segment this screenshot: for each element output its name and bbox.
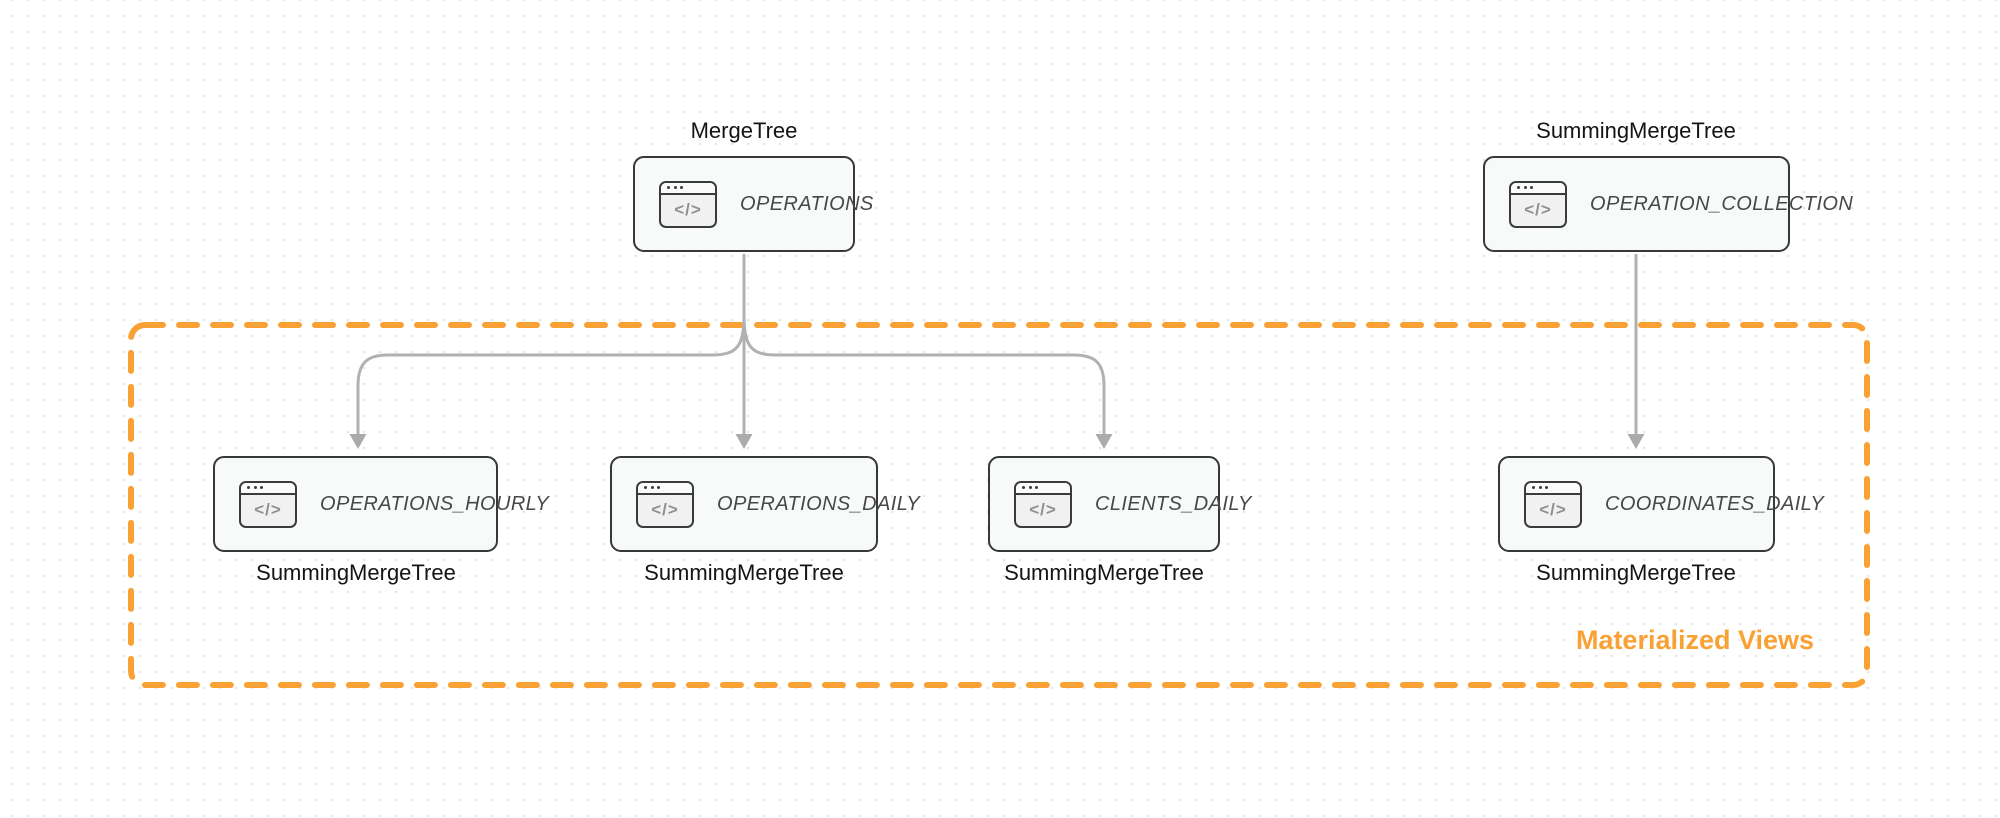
engine-label-mergetree: MergeTree [690, 118, 798, 143]
edge-operation-collection-to-coordinates-daily[interactable] [1627, 254, 1645, 449]
code-glyph: </> [674, 199, 702, 219]
table-node-title: OPERATIONS [740, 192, 874, 215]
engine-label-summingmergetree: SummingMergeTree [1536, 118, 1736, 143]
window-titlebar [1511, 182, 1565, 195]
table-node-title: COORDINATES_DAILY [1605, 492, 1825, 515]
code-window-icon: </> [239, 480, 297, 528]
table-node-title: CLIENTS_DAILY [1095, 492, 1252, 515]
window-titlebar [241, 482, 295, 495]
code-window-icon: </> [1509, 180, 1567, 228]
table-node-operations-hourly[interactable]: </> OPERATIONS_HOURLY [213, 456, 549, 552]
window-titlebar [1526, 482, 1580, 495]
edge-operations-to-operations-daily[interactable] [735, 254, 753, 449]
code-glyph: </> [1524, 199, 1552, 219]
code-glyph: </> [1029, 499, 1057, 519]
code-window-icon: </> [636, 480, 694, 528]
window-titlebar [1016, 482, 1070, 495]
table-node-operations-daily[interactable]: </> OPERATIONS_DAILY [610, 456, 920, 552]
table-node-coordinates-daily[interactable]: </> COORDINATES_DAILY [1498, 456, 1824, 552]
table-node-clients-daily[interactable]: </> CLIENTS_DAILY [988, 456, 1251, 552]
engine-label-summingmergetree: SummingMergeTree [1004, 560, 1204, 585]
window-titlebar [661, 182, 715, 195]
table-node-operations[interactable]: </> OPERATIONS [633, 156, 873, 252]
table-node-title: OPERATIONS_DAILY [717, 492, 921, 515]
edge-operations-to-clients-daily[interactable] [742, 315, 1113, 449]
code-window-icon: </> [1524, 480, 1582, 528]
materialized-views-group-box[interactable] [128, 322, 1870, 688]
code-glyph: </> [254, 499, 282, 519]
edge-operations-to-operations-hourly[interactable] [349, 315, 746, 449]
engine-label-summingmergetree: SummingMergeTree [1536, 560, 1736, 585]
table-node-title: OPERATION_COLLECTION [1590, 192, 1854, 215]
code-window-icon: </> [1014, 480, 1072, 528]
window-titlebar [638, 482, 692, 495]
table-node-operation-collection[interactable]: </> OPERATION_COLLECTION [1483, 156, 1853, 252]
code-glyph: </> [651, 499, 679, 519]
table-node-title: OPERATIONS_HOURLY [320, 492, 550, 515]
code-window-icon: </> [659, 180, 717, 228]
materialized-views-label: Materialized Views [1575, 625, 1815, 655]
engine-label-summingmergetree: SummingMergeTree [644, 560, 844, 585]
engine-label-summingmergetree: SummingMergeTree [256, 560, 456, 585]
code-glyph: </> [1539, 499, 1567, 519]
